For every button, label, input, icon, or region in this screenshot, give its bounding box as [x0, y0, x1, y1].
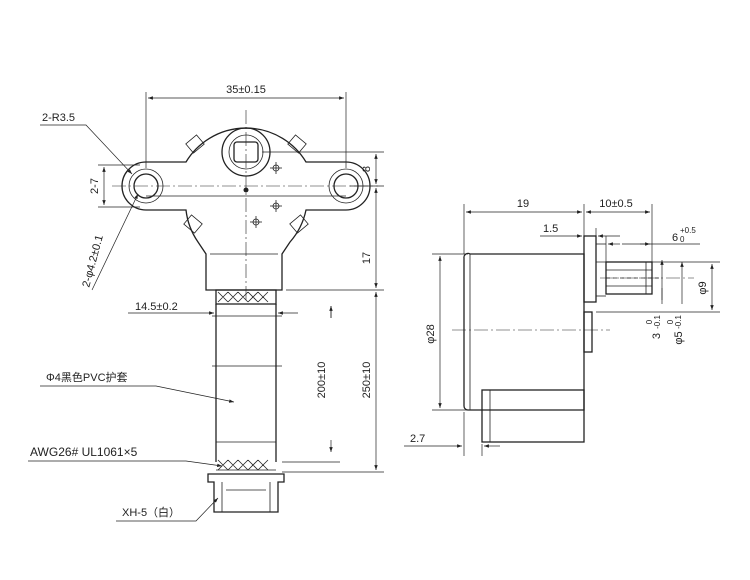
side-body	[463, 252, 585, 411]
wire-crosses-bottom	[217, 459, 269, 471]
dim-flat-width-tol-low: -0.1	[653, 315, 662, 329]
dim-hole-leader	[91, 193, 139, 291]
notch-tr	[287, 134, 307, 154]
dim-diameter-text: φ28	[425, 324, 437, 343]
label-wire-leader	[28, 460, 223, 468]
label-connector-text: XH-5（白）	[122, 505, 180, 519]
dim-boss-text: φ9	[697, 281, 709, 294]
dim-sleeve-text: 200±10	[316, 362, 328, 399]
dim-flat-text: 6	[672, 232, 678, 244]
dim-top-text: 8	[361, 166, 373, 172]
dim-hole-text: 2-φ4.2±0.1	[80, 234, 105, 289]
notch-bl	[183, 214, 203, 234]
motor-outline	[121, 127, 371, 291]
dim-flat-tol-low: 0	[680, 235, 685, 244]
label-connector-leader	[116, 497, 219, 522]
label-sleeve-text: Φ4黑色PVC护套	[46, 370, 128, 384]
wire-crosses-top	[217, 291, 269, 303]
dim-flat-width-tol: 0	[645, 319, 654, 324]
dim-ear-text: 2-7	[89, 178, 101, 194]
front-view: 35±0.15 2-R3.5 2-7 2-φ4.2±0.1 8 17 14.5±…	[28, 84, 384, 522]
notch-tl	[185, 134, 205, 154]
connector-xh5	[207, 473, 285, 513]
label-sleeve-leader	[40, 385, 235, 403]
dim-radius-leader	[40, 124, 133, 175]
dim-grommet-text: 14.5±0.2	[135, 301, 178, 313]
side-terminal	[481, 389, 585, 443]
dim-shaft-text: φ5	[673, 331, 685, 344]
dim-step-text: 1.5	[543, 223, 558, 235]
dim-body-length-text: 19	[517, 198, 529, 210]
dim-flat-width-text: 3	[651, 333, 663, 339]
dim-body-text: 17	[361, 252, 373, 264]
side-boss	[583, 311, 593, 353]
dim-shaft-tol: 0	[666, 319, 675, 324]
dim-shaft-length-text: 10±0.5	[599, 198, 633, 210]
notch-br	[289, 214, 309, 234]
dim-width-text: 35±0.15	[226, 84, 266, 96]
dim-lead-text: 250±10	[361, 362, 373, 399]
dim-base-text: 2.7	[410, 433, 425, 445]
grommet	[215, 289, 277, 305]
side-view: 19 10±0.5 1.5 6 +0.5 0 φ28 φ9 3 0 -0.1	[404, 198, 720, 456]
label-wire-text: AWG26# UL1061×5	[30, 445, 138, 459]
side-hub	[583, 235, 597, 303]
dim-flat-tol: +0.5	[680, 226, 696, 235]
dim-radius-text: 2-R3.5	[42, 112, 75, 124]
dim-shaft-tol-low: -0.1	[674, 315, 683, 329]
